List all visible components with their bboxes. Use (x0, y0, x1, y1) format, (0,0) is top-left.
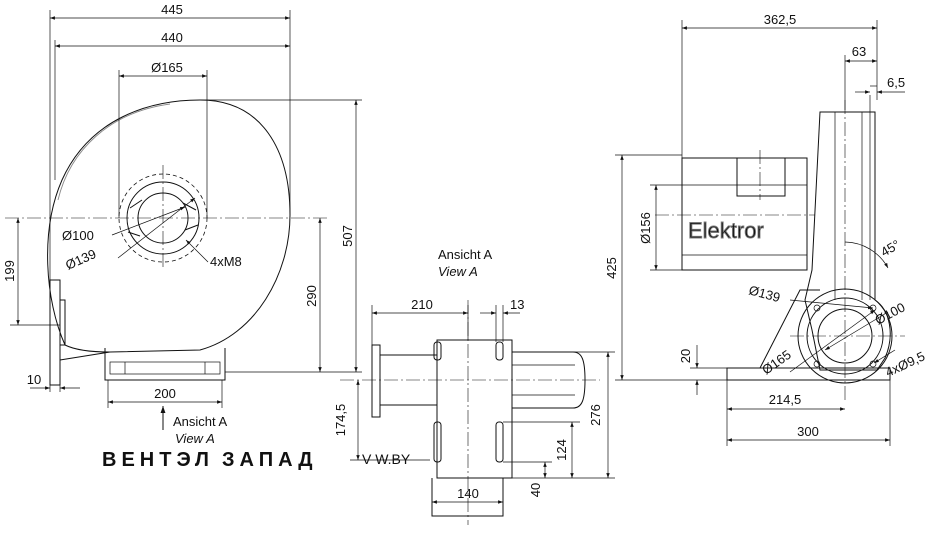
dim-276: 276 (588, 404, 603, 426)
dim-d100: Ø100 (62, 228, 94, 243)
dim-d165: Ø165 (151, 60, 183, 75)
watermark-left: ВЕНТЭЛ (102, 449, 214, 471)
dim-199: 199 (2, 260, 17, 282)
dim-210: 210 (411, 297, 433, 312)
terminal-box (736, 157, 786, 197)
dim-214-5: 214,5 (769, 392, 802, 407)
dim-40: 40 (528, 483, 543, 497)
dim-362-5: 362,5 (764, 12, 797, 27)
dim-140: 140 (457, 486, 479, 501)
view-a-arrow-subtitle: View A (175, 431, 215, 446)
dim-4xm8: 4xM8 (210, 254, 242, 269)
view-a-flange (371, 344, 381, 418)
dim-200: 200 (154, 386, 176, 401)
view-a-title: Ansicht A (438, 247, 493, 262)
view-a: Ansicht A View A 210 13 (333, 247, 615, 525)
dim-d139: Ø139 (63, 246, 98, 273)
view-a-arrow-title: Ansicht A (173, 414, 228, 429)
motor-body (681, 157, 808, 271)
dim-425: 425 (604, 257, 619, 279)
dim-13: 13 (510, 297, 524, 312)
outlet-flange (49, 279, 61, 386)
dim-290: 290 (304, 285, 319, 307)
brand-label: Elektror (688, 218, 764, 243)
dim-63: 63 (852, 44, 866, 59)
volute-housing (47, 99, 291, 353)
dim-124: 124 (554, 439, 569, 461)
dim-6-5: 6,5 (887, 75, 905, 90)
dim-d156: Ø156 (638, 212, 653, 244)
watermark: ВЕНТЭЛ ЗАПАД V W.BY (102, 449, 411, 471)
side-housing (804, 111, 891, 371)
dim-300: 300 (797, 424, 819, 439)
watermark-middle: ЗАПАД (222, 449, 318, 471)
dim-507: 507 (340, 225, 355, 247)
dim-445: 445 (161, 2, 183, 17)
base-frame (104, 348, 226, 381)
dim-side-d139: Ø139 (747, 282, 782, 305)
side-view: Elektror 362,5 63 6,5 (604, 12, 927, 446)
watermark-right: V W.BY (362, 451, 411, 467)
view-a-subtitle: View A (438, 264, 478, 279)
dim-174-5: 174,5 (333, 404, 348, 437)
dim-side-d165: Ø165 (759, 347, 794, 378)
front-view: 445 440 Ø165 507 290 199 10 200 Ø (2, 2, 362, 446)
dim-20: 20 (678, 349, 693, 363)
dim-45deg: 45° (878, 237, 903, 260)
dim-10: 10 (27, 372, 41, 387)
dim-440: 440 (161, 30, 183, 45)
